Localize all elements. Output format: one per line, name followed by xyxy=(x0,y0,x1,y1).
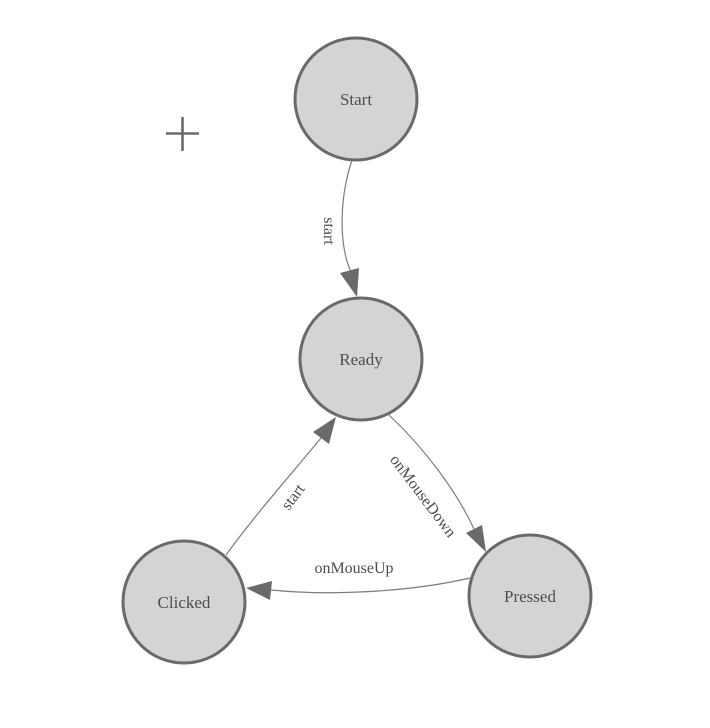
edge-start-to-ready-label: start xyxy=(320,217,337,245)
edge-pressed-to-clicked-label: onMouseUp xyxy=(314,560,393,577)
node-start[interactable]: Start xyxy=(293,36,419,162)
node-clicked-label: Clicked xyxy=(158,593,211,612)
node-clicked-circle[interactable] xyxy=(121,539,247,665)
node-start-circle[interactable] xyxy=(293,36,419,162)
arrowhead-icon xyxy=(340,268,359,297)
edge-pressed-to-clicked-line[interactable] xyxy=(270,577,471,594)
edge-pressed-to-clicked[interactable]: onMouseUp xyxy=(246,560,471,600)
edge-start-to-ready-line[interactable] xyxy=(341,159,353,273)
edge-start-to-ready[interactable]: start xyxy=(320,159,359,297)
edge-clicked-to-ready-label: start xyxy=(278,481,308,514)
edge-clicked-to-ready[interactable]: start xyxy=(225,417,336,556)
node-ready[interactable]: Ready xyxy=(298,296,424,422)
edge-ready-to-pressed[interactable]: onMouseDown xyxy=(386,414,486,552)
arrowhead-icon xyxy=(313,417,336,444)
arrowhead-icon xyxy=(466,525,486,552)
edge-ready-to-pressed-line[interactable] xyxy=(388,414,475,530)
node-ready-circle[interactable] xyxy=(298,296,424,422)
crosshair-icon xyxy=(166,117,199,151)
node-clicked[interactable]: Clicked xyxy=(121,539,247,665)
node-pressed-label: Pressed xyxy=(504,587,556,606)
node-ready-label: Ready xyxy=(339,350,383,369)
node-pressed[interactable]: Pressed xyxy=(467,533,593,659)
edge-ready-to-pressed-label: onMouseDown xyxy=(386,452,459,541)
node-pressed-circle[interactable] xyxy=(467,533,593,659)
edge-clicked-to-ready-line[interactable] xyxy=(225,437,322,556)
arrowhead-icon xyxy=(246,581,272,600)
node-start-label: Start xyxy=(340,90,372,109)
